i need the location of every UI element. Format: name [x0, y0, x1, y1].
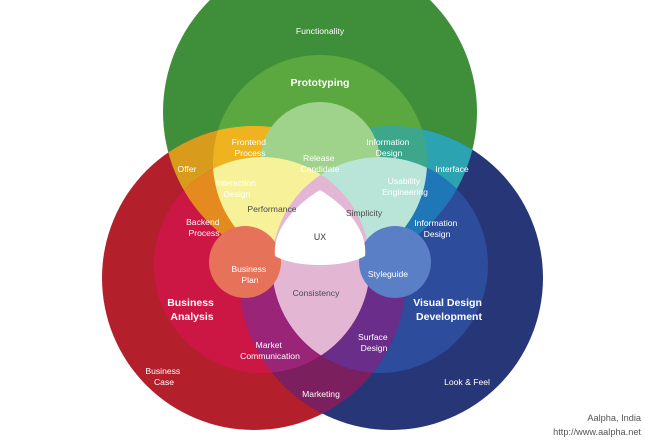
- surface-line2: Design: [361, 343, 388, 353]
- center-ux-region: [274, 190, 366, 265]
- credit-company: Aalpha, India: [587, 413, 642, 423]
- label-usability-engineering: Usability Engineering: [382, 176, 428, 197]
- bizplan-line2: Plan: [241, 275, 258, 285]
- label-business-analysis: Business Analysis: [167, 297, 217, 323]
- label-offer: Offer: [178, 164, 197, 174]
- label-information-design-right: Information Design: [414, 218, 459, 239]
- label-business-case: Business Case: [145, 366, 182, 387]
- interaction-line1: Interaction: [216, 178, 256, 188]
- label-styleguide: Styleguide: [368, 269, 408, 279]
- visual-line1: Visual Design: [413, 297, 482, 309]
- backend-line2: Process: [188, 228, 219, 238]
- label-marketing: Marketing: [302, 389, 340, 399]
- bizcase-line1: Business: [145, 366, 180, 376]
- backend-line1: Backend: [186, 217, 220, 227]
- label-look-feel: Look & Feel: [444, 377, 490, 387]
- release-line1: Release: [303, 153, 335, 163]
- label-ux: UX: [314, 232, 326, 242]
- usability-line2: Engineering: [382, 187, 428, 197]
- label-market-communication: Market Communication: [240, 340, 300, 361]
- inforight-line2: Design: [424, 229, 451, 239]
- label-interaction-design: Interaction Design: [216, 178, 259, 199]
- label-prototyping: Prototyping: [291, 77, 350, 89]
- inforight-line1: Information: [414, 218, 457, 228]
- label-functionality: Functionality: [296, 26, 345, 36]
- label-information-design-top: Information Design: [366, 137, 411, 158]
- frontend-line1: Frontend: [232, 137, 267, 147]
- region-styleguide: [359, 226, 431, 298]
- infotop-line2: Design: [376, 148, 403, 158]
- label-interface: Interface: [435, 164, 469, 174]
- marketcomm-line1: Market: [256, 340, 283, 350]
- infotop-line1: Information: [366, 137, 409, 147]
- marketcomm-line2: Communication: [240, 351, 300, 361]
- bizanalysis-line1: Business: [167, 297, 214, 309]
- label-performance: Performance: [247, 204, 296, 214]
- label-surface-design: Surface Design: [358, 332, 390, 353]
- usability-line1: Usability: [388, 176, 421, 186]
- label-simplicity: Simplicity: [346, 208, 383, 218]
- release-line2: Candidate: [300, 164, 339, 174]
- surface-line1: Surface: [358, 332, 388, 342]
- visual-line2: Development: [416, 311, 482, 323]
- label-visual-design-development: Visual Design Development: [413, 297, 485, 323]
- label-consistency: Consistency: [293, 288, 341, 298]
- region-business-plan: [209, 226, 281, 298]
- frontend-line2: Process: [234, 148, 265, 158]
- label-frontend-process: Frontend Process: [232, 137, 269, 158]
- bizcase-line2: Case: [154, 377, 174, 387]
- label-release-candidate: Release Candidate: [300, 153, 339, 174]
- label-backend-process: Backend Process: [186, 217, 222, 238]
- interaction-line2: Design: [224, 189, 251, 199]
- label-business-plan: Business Plan: [231, 264, 268, 285]
- credit-url: http://www.aalpha.net: [553, 427, 641, 437]
- bizanalysis-line2: Analysis: [170, 311, 213, 323]
- bizplan-line1: Business: [231, 264, 266, 274]
